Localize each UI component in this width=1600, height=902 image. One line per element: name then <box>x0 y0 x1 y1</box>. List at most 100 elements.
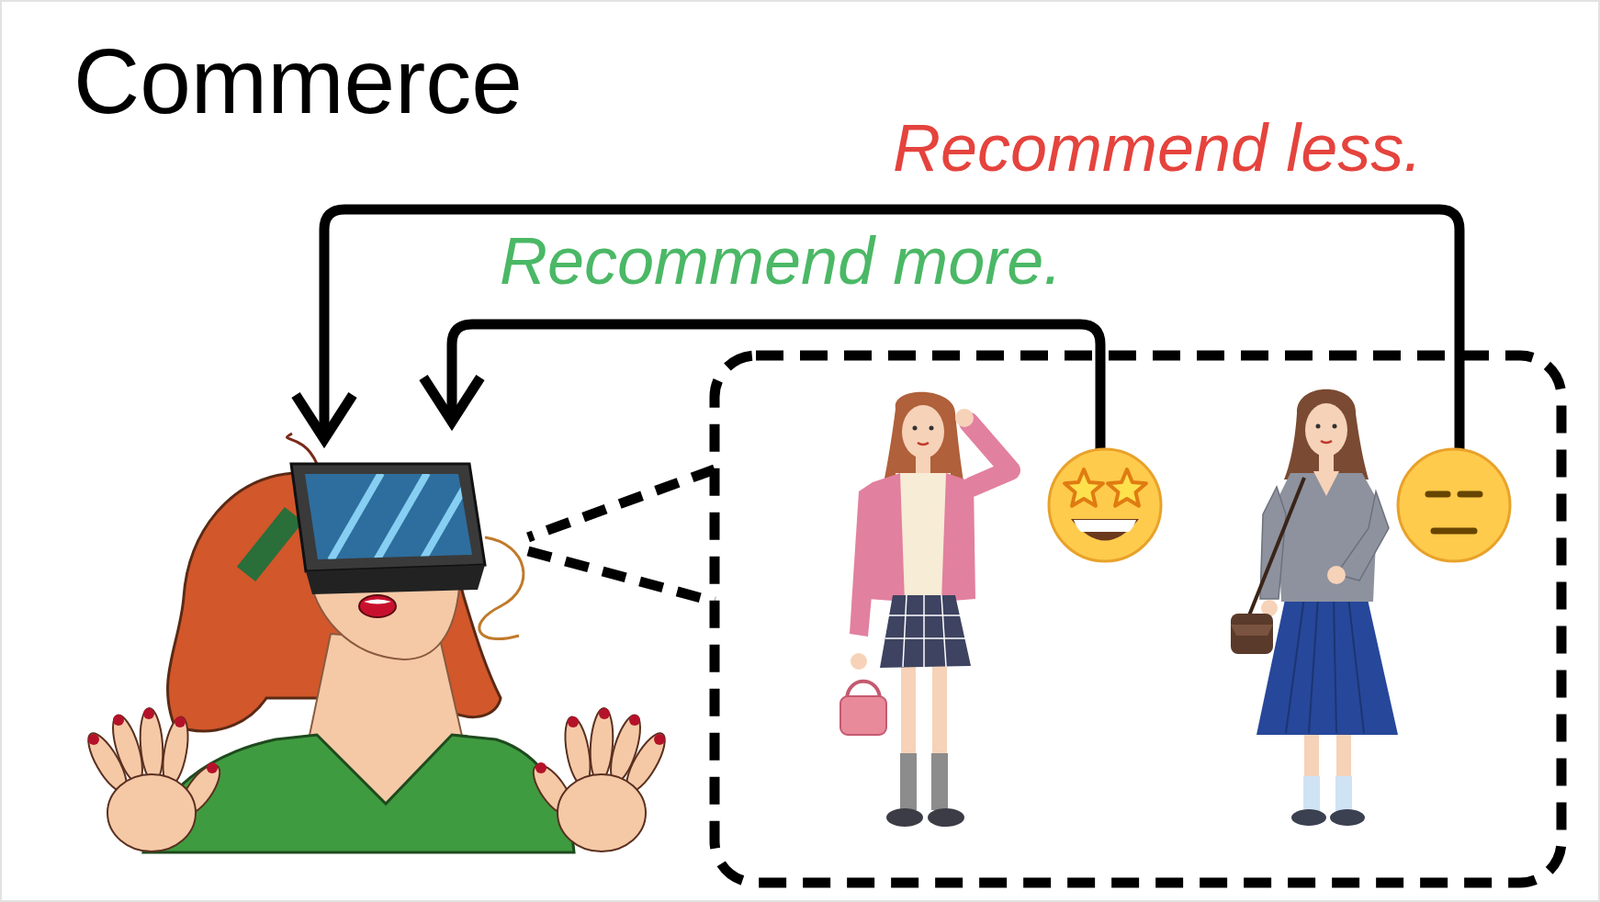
vr-woman <box>363 599 392 605</box>
grey-sweater-figure <box>1336 491 1389 581</box>
feedback-arrow <box>324 209 1460 450</box>
view-cone <box>528 551 715 602</box>
feedback-arrow <box>423 377 481 422</box>
grey-sweater-figure <box>1329 809 1365 826</box>
pink-jacket-figure <box>849 482 879 637</box>
grey-sweater-figure <box>1320 440 1332 443</box>
pink-jacket-figure <box>840 696 887 735</box>
pink-jacket-figure <box>901 661 916 763</box>
pink-jacket-figure <box>931 753 948 811</box>
vr-woman <box>291 463 485 572</box>
pink-jacket-figure <box>912 426 918 431</box>
grey-sweater-figure <box>1291 809 1327 826</box>
pink-jacket-figure <box>917 442 929 445</box>
vr-woman <box>143 734 575 853</box>
diagram-title: Commerce <box>73 34 523 127</box>
neutral-emoji <box>1433 528 1475 535</box>
grey-sweater-figure <box>1230 389 1398 826</box>
vr-woman <box>598 708 610 720</box>
arrow-label: Recommend more. <box>499 227 1062 294</box>
vr-woman <box>137 707 166 782</box>
pink-jacket-figure <box>885 595 966 667</box>
vr-woman <box>330 473 382 561</box>
grey-sweater-figure <box>1348 597 1364 733</box>
feedback-arrow <box>295 209 1460 450</box>
vr-woman <box>206 762 218 774</box>
neutral-emoji <box>1397 449 1510 562</box>
star-eyes-emoji <box>1048 449 1161 562</box>
neutral-emoji <box>1428 494 1480 531</box>
neutral-emoji <box>1460 491 1480 498</box>
vr-woman <box>174 716 186 728</box>
vr-woman <box>107 774 196 852</box>
pink-jacket-figure <box>923 595 925 667</box>
pink-jacket-figure <box>969 422 1011 487</box>
pink-jacket-figure <box>900 753 917 811</box>
vr-woman <box>422 473 474 561</box>
view-cone <box>528 469 715 602</box>
grey-sweater-figure <box>1313 471 1340 496</box>
grey-sweater-figure <box>1305 403 1348 457</box>
star-eyes-emoji <box>1048 449 1161 562</box>
pink-jacket-figure <box>932 661 947 763</box>
neutral-emoji <box>1397 449 1510 562</box>
grey-sweater-figure <box>1327 565 1346 585</box>
vr-woman <box>330 473 474 561</box>
vr-woman <box>304 473 473 560</box>
view-cone <box>528 469 715 538</box>
grey-sweater-figure <box>1230 613 1274 654</box>
vr-woman <box>557 774 646 852</box>
pink-jacket-figure <box>902 595 907 667</box>
grey-sweater-figure <box>1332 424 1338 429</box>
pink-jacket-figure <box>885 637 966 640</box>
vr-woman <box>653 733 665 745</box>
pink-jacket-figure <box>889 614 961 617</box>
vr-woman <box>535 708 665 774</box>
grey-sweater-figure <box>1249 477 1305 616</box>
vr-woman <box>143 708 155 720</box>
view-box <box>714 355 1562 883</box>
grey-sweater-figure <box>1335 776 1353 812</box>
vr-woman <box>81 433 673 853</box>
grey-sweater-figure <box>1303 776 1320 812</box>
pink-jacket-figure <box>840 392 1011 827</box>
star-eyes-emoji <box>1070 518 1139 541</box>
vr-woman <box>587 707 616 782</box>
pink-jacket-figure <box>927 808 965 827</box>
pink-jacket-figure <box>886 808 924 827</box>
grey-sweater-figure <box>1256 595 1398 735</box>
arrow-label: Recommend less. <box>892 114 1422 181</box>
vr-woman <box>246 514 294 575</box>
star-eyes-emoji <box>1064 469 1104 507</box>
grey-sweater-figure <box>1333 597 1337 733</box>
pink-jacket-figure <box>901 405 945 459</box>
star-eyes-emoji <box>1107 469 1147 507</box>
vr-woman <box>88 708 218 774</box>
feedback-arrow <box>295 394 353 440</box>
grey-sweater-figure <box>1308 597 1319 733</box>
feedback-arrow <box>451 324 1101 450</box>
star-eyes-emoji <box>1073 519 1137 532</box>
vr-woman <box>359 595 396 618</box>
vr-woman <box>286 433 317 464</box>
vr-woman <box>112 714 124 726</box>
vr-woman <box>479 537 524 640</box>
grey-sweater-figure <box>1285 597 1364 733</box>
vr-woman <box>81 707 227 852</box>
vr-woman <box>376 473 428 561</box>
pink-jacket-figure <box>929 426 935 431</box>
pink-jacket-figure <box>879 595 971 668</box>
grey-sweater-figure <box>1284 389 1369 480</box>
vr-woman <box>567 716 579 728</box>
vr-woman <box>526 707 672 852</box>
pink-jacket-figure <box>941 595 947 667</box>
vr-woman <box>535 762 547 774</box>
pink-jacket-figure <box>955 408 974 428</box>
vr-woman <box>629 714 641 726</box>
neutral-emoji <box>1428 491 1448 498</box>
vr-woman <box>305 564 485 595</box>
grey-sweater-figure <box>1316 424 1321 429</box>
vr-woman <box>88 733 100 745</box>
